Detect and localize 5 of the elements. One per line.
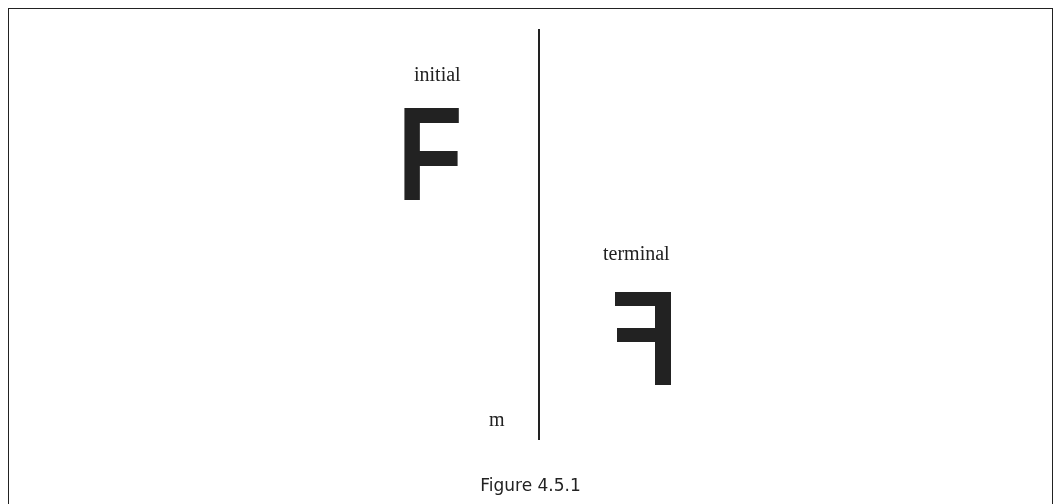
figure-caption: Figure 4.5.1	[479, 475, 582, 495]
label: terminal	[603, 243, 670, 263]
letter: F	[397, 105, 463, 203]
label: initial	[414, 64, 461, 84]
label: m	[489, 409, 505, 429]
